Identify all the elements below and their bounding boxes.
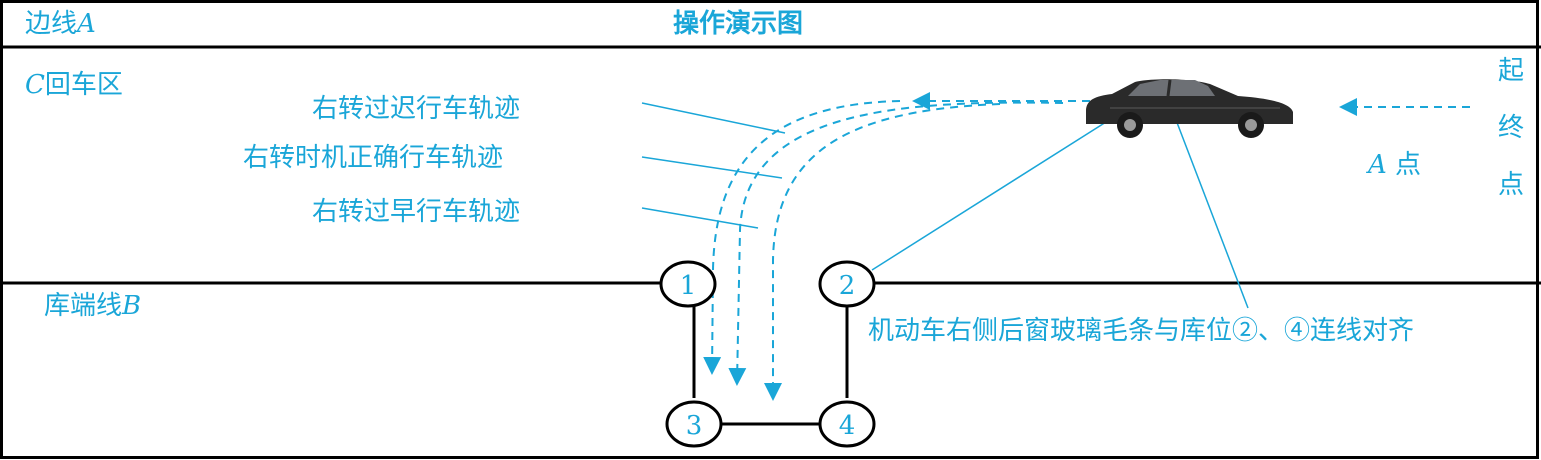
point-a-letter: A bbox=[1368, 150, 1387, 180]
leader-correct bbox=[641, 156, 783, 179]
return-zone-letter: C bbox=[25, 70, 45, 100]
early-turn-label: 右转过早行车轨迹 bbox=[312, 197, 521, 227]
trajectory-early bbox=[764, 103, 1001, 401]
post-3-label: 3 bbox=[686, 411, 703, 441]
correct-turn-label: 右转时机正确行车轨迹 bbox=[243, 143, 504, 173]
start-end-char-3: 点 bbox=[1498, 170, 1525, 200]
post-4: 4 bbox=[818, 400, 876, 448]
end-line-text: 库端线 bbox=[44, 291, 123, 321]
leader-late bbox=[641, 102, 786, 134]
side-line-letter: A bbox=[77, 9, 96, 39]
end-line-letter: B bbox=[122, 291, 142, 321]
point-a-word: 点 bbox=[1395, 150, 1422, 180]
diagram-title: 操作演示图 bbox=[673, 9, 804, 39]
start-end-point-label: 起 终 点 bbox=[1498, 58, 1524, 229]
trajectory-correct bbox=[728, 101, 1064, 386]
car-icon bbox=[1086, 79, 1293, 138]
trajectory-late bbox=[703, 100, 901, 375]
return-zone-label: C回车区 bbox=[25, 72, 123, 98]
return-zone-text: 回车区 bbox=[44, 70, 123, 100]
start-end-char-2: 终 bbox=[1498, 113, 1525, 143]
start-end-char-1: 起 bbox=[1498, 56, 1525, 86]
post-1-label: 1 bbox=[680, 271, 697, 301]
post-2: 2 bbox=[818, 260, 876, 308]
point-a-label: A 点 bbox=[1368, 152, 1421, 178]
alignment-note: 机动车右侧后窗玻璃毛条与库位②、④连线对齐 bbox=[868, 316, 1415, 346]
leader-early bbox=[641, 207, 759, 229]
late-turn-label: 右转过迟行车轨迹 bbox=[312, 94, 521, 124]
post-1: 1 bbox=[659, 260, 717, 308]
side-line-text: 边线 bbox=[25, 9, 78, 39]
end-line-label: 库端线B bbox=[44, 293, 141, 319]
post-2-label: 2 bbox=[839, 271, 856, 301]
post-4-label: 4 bbox=[839, 411, 856, 441]
post-3: 3 bbox=[665, 400, 723, 448]
side-line-label: 边线A bbox=[25, 11, 96, 37]
